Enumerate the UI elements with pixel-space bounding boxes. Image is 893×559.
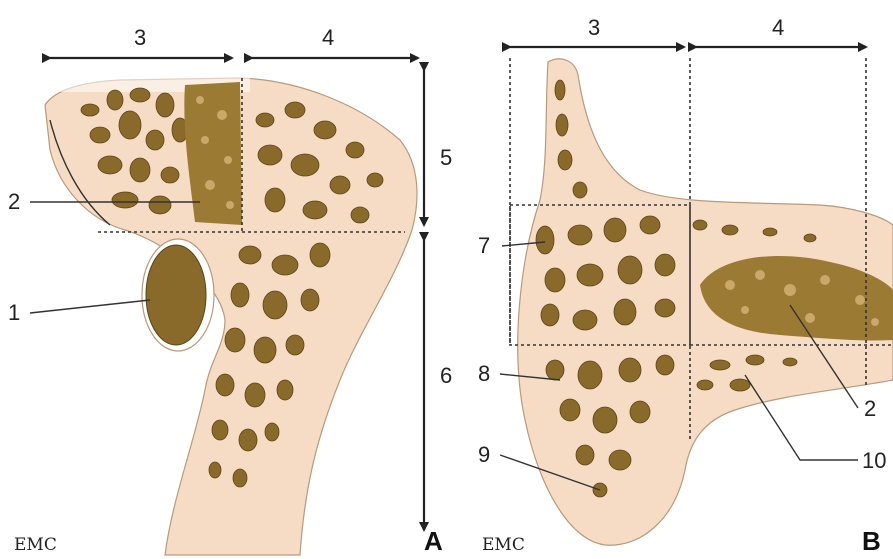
- panel-a: 3 4 5 6 2 1 EMC A: [8, 25, 452, 556]
- label-10-b: 10: [862, 448, 886, 473]
- label-6-a: 6: [440, 363, 452, 388]
- label-7-b: 7: [478, 233, 490, 258]
- label-2-a: 2: [8, 189, 20, 214]
- label-4-b: 4: [772, 15, 784, 40]
- emc-logo-a: EMC: [14, 535, 57, 555]
- label-3-a: 3: [134, 25, 146, 50]
- label-8-b: 8: [478, 361, 490, 386]
- panel-letter-b: B: [862, 526, 881, 556]
- label-5-a: 5: [440, 145, 452, 170]
- leader-1-a: [30, 300, 150, 313]
- emc-logo-b: EMC: [482, 535, 525, 555]
- label-1-a: 1: [8, 300, 20, 325]
- panel-b: 3 4 7 8 9 2 10 EMC B: [478, 15, 893, 556]
- label-3-b: 3: [588, 15, 600, 40]
- label-4-a: 4: [322, 25, 334, 50]
- label-9-b: 9: [478, 442, 490, 467]
- label-2-b: 2: [864, 396, 876, 421]
- canal-contents: [146, 245, 206, 345]
- panel-letter-a: A: [424, 526, 443, 556]
